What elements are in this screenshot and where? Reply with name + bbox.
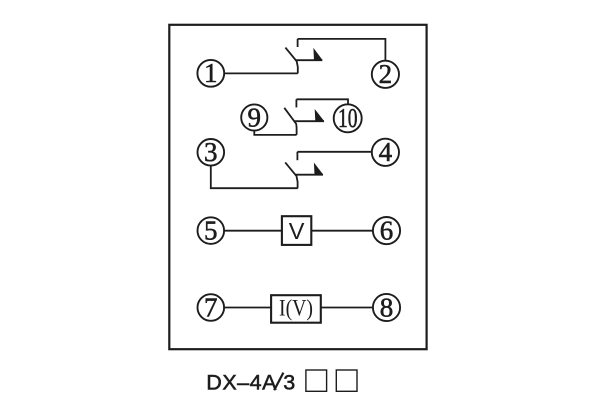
svg-text:3: 3 [283,370,295,394]
svg-text:1: 1 [204,58,218,88]
svg-text:5: 5 [204,216,218,246]
svg-text:9: 9 [248,102,262,132]
svg-text:DX–4A: DX–4A [206,370,277,394]
svg-text:V: V [289,218,305,244]
svg-text:6: 6 [380,216,394,246]
svg-text:4: 4 [379,137,393,167]
svg-text:3: 3 [204,137,218,167]
svg-text:7: 7 [204,292,218,322]
svg-text:I(V): I(V) [279,295,313,321]
svg-text:10: 10 [338,103,358,133]
svg-text:8: 8 [380,292,394,322]
svg-text:2: 2 [379,59,393,89]
